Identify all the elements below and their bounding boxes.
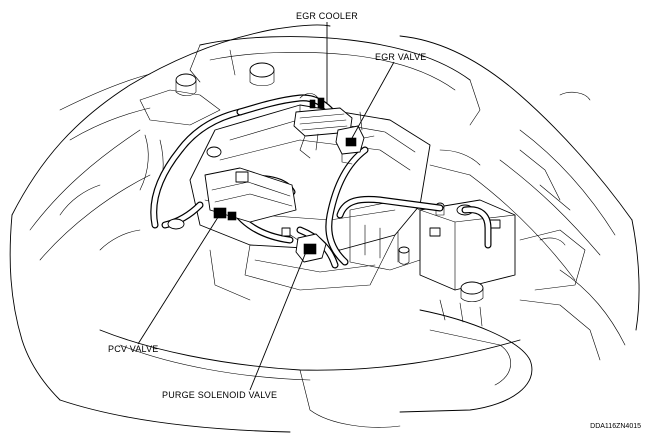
- battery-area: [349, 199, 586, 303]
- egr-valve-label: EGR VALVE: [375, 52, 427, 62]
- leader-lines: [137, 22, 395, 391]
- left-strut-tower: [139, 62, 275, 201]
- pcv-valve-leader: [137, 213, 221, 345]
- purge-solenoid-valve-label: PURGE SOLENOID VALVE: [162, 390, 278, 400]
- egr-valve: [335, 125, 375, 165]
- engine-details: [59, 91, 591, 251]
- purge-solenoid-valve-leader: [249, 251, 307, 391]
- egr-cooler-label: EGR COOLER: [296, 11, 359, 21]
- purge-solenoid-valve: [281, 227, 327, 263]
- cowl-panel: [189, 36, 481, 126]
- figure-code: DDA116ZN4015: [590, 423, 641, 430]
- pcv-valve-label: PCV VALVE: [108, 344, 159, 354]
- vehicle-body-outline: [9, 24, 640, 401]
- pcv-valve: [167, 146, 297, 230]
- egr-valve-leader: [351, 61, 395, 139]
- radiator-support: [59, 299, 601, 433]
